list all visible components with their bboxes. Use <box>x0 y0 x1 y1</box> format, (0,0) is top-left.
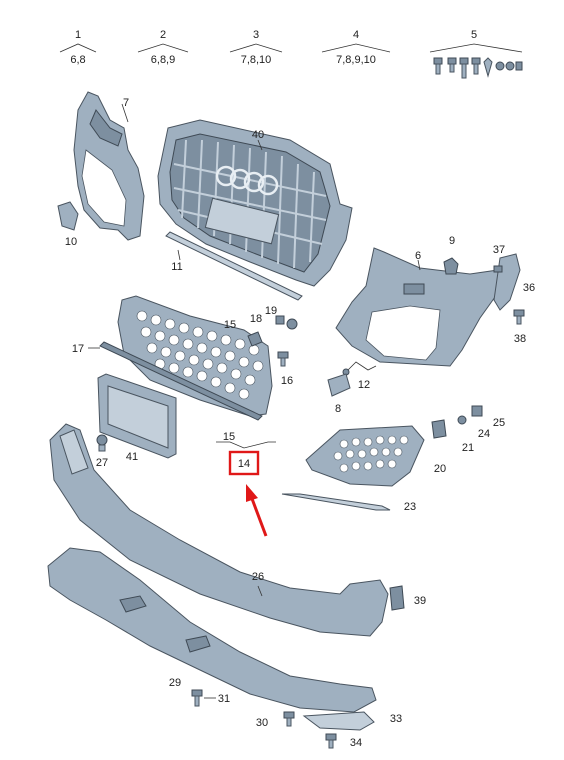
group-4: 4 7,8,9,10 <box>321 29 391 66</box>
group-4-refs: 7,8,9,10 <box>336 54 376 66</box>
part-15-bracket <box>247 331 263 347</box>
part-17-trim-strip <box>99 341 263 421</box>
group-3: 3 7,8,10 <box>229 29 283 66</box>
callout-18: 18 <box>250 313 262 325</box>
callout-10: 10 <box>65 236 77 248</box>
fastener-set-icon <box>433 57 523 79</box>
group-5-number: 5 <box>471 29 477 41</box>
part-23-trim-strip <box>281 493 391 511</box>
part-26-bumper-cover <box>49 423 389 637</box>
group-2-refs: 6,8,9 <box>151 54 175 66</box>
part-9-clip <box>443 257 459 275</box>
callout-33: 33 <box>390 713 402 725</box>
part-18-screw <box>275 315 285 325</box>
callout-39: 39 <box>414 595 426 607</box>
part-41-licence-plate-holder <box>97 373 177 459</box>
group-1-number: 1 <box>75 29 81 41</box>
callout-38: 38 <box>514 333 526 345</box>
callout-11: 11 <box>171 261 182 273</box>
part-24-clip <box>457 415 467 425</box>
part-8-cap <box>327 373 351 397</box>
callout-34: 34 <box>350 737 362 749</box>
callout-8: 8 <box>335 403 341 415</box>
callout-24: 24 <box>478 428 490 440</box>
callout-14-highlighted: 14 <box>238 458 250 470</box>
group-5: 5 <box>429 29 523 79</box>
callout-36: 36 <box>523 282 535 294</box>
callout-21: 21 <box>462 442 474 454</box>
group-3-refs: 7,8,10 <box>241 54 272 66</box>
callout-25: 25 <box>493 417 505 429</box>
callout-15-upper: 15 <box>224 319 236 331</box>
part-40-radiator-grille <box>157 119 353 287</box>
part-31-screw <box>191 689 203 707</box>
callout-26: 26 <box>252 571 264 583</box>
part-37-screw <box>493 265 503 273</box>
part-21-bracket <box>431 419 447 439</box>
callout-7: 7 <box>123 97 129 109</box>
part-27-clip <box>96 434 108 452</box>
callout-37: 37 <box>493 244 505 256</box>
callout-31: 31 <box>218 693 230 705</box>
group-4-number: 4 <box>353 29 359 41</box>
callout-9: 9 <box>449 235 455 247</box>
callout-41: 41 <box>126 451 138 463</box>
group-2: 2 6,8,9 <box>137 29 189 66</box>
part-36-side-bracket <box>493 253 521 311</box>
callout-30: 30 <box>256 717 268 729</box>
part-10-clip <box>57 201 79 231</box>
part-34-screw <box>325 733 337 749</box>
four-rings-emblem <box>215 165 279 196</box>
callout-29: 29 <box>169 677 181 689</box>
part-15-grille-insert <box>117 295 273 417</box>
callout-40: 40 <box>252 129 264 141</box>
callout-15-lower: 15 <box>223 431 235 443</box>
highlight-box <box>228 450 260 476</box>
part-12-cable <box>342 361 377 376</box>
part-11-trim-strip <box>165 231 303 301</box>
part-39-bracket <box>389 585 405 611</box>
callout-12: 12 <box>358 379 370 391</box>
part-38-screw <box>513 309 525 325</box>
part-19-nut <box>286 318 298 330</box>
part-16-screw <box>277 351 289 367</box>
callout-6: 6 <box>415 250 421 262</box>
part-6-side-grille-frame <box>335 247 501 367</box>
red-arrow-icon <box>246 484 268 537</box>
part-33-trim <box>302 711 375 731</box>
group-1: 1 6,8 <box>59 29 97 66</box>
group-2-number: 2 <box>160 29 166 41</box>
callout-17: 17 <box>72 343 84 355</box>
part-20-side-grille <box>305 425 425 487</box>
part-30-screw <box>283 711 295 727</box>
part-29-underbody-panel <box>47 547 377 713</box>
part-7-bracket <box>73 91 145 241</box>
callout-20: 20 <box>434 463 446 475</box>
callout-19: 19 <box>265 305 277 317</box>
group-3-number: 3 <box>253 29 259 41</box>
callout-16: 16 <box>281 375 293 387</box>
part-25-nut <box>471 405 483 417</box>
callout-23: 23 <box>404 501 416 513</box>
callout-27: 27 <box>96 457 108 469</box>
group-1-refs: 6,8 <box>70 54 85 66</box>
